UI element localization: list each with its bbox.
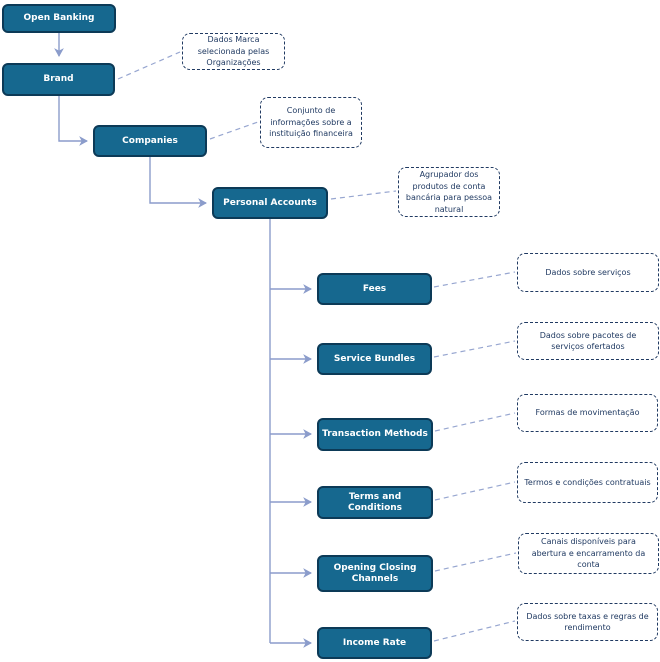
note-income-rate-text: Dados sobre taxas e regras de rendimento [526, 611, 649, 633]
note-brand: Dados Marca selecionada pelas Organizaçõ… [182, 33, 285, 70]
node-companies-label: Companies [122, 135, 178, 146]
node-transaction-methods-label: Transaction Methods [322, 429, 428, 439]
node-service-bundles: Service Bundles [317, 343, 432, 375]
note-companies-text: Conjunto de informações sobre a institui… [269, 106, 353, 139]
note-service-bundles-text: Dados sobre pacotes de serviços ofertado… [539, 330, 637, 352]
note-link-fees [433, 271, 516, 288]
note-income-rate: Dados sobre taxas e regras de rendimento [517, 603, 658, 641]
note-personal-accounts-text: Agrupador dos produtos de conta bancária… [405, 170, 493, 214]
node-income-rate-label: Income Rate [342, 637, 407, 648]
node-transaction-methods: Transaction Methods [317, 418, 433, 451]
note-brand-text: Dados Marca selecionada pelas Organizaçõ… [197, 35, 270, 68]
note-opening-closing-channels-text: Canais disponíveis para abertura e encar… [531, 537, 646, 570]
note-link-service-bundles [433, 340, 516, 358]
note-link-opening-closing-channels [434, 552, 517, 572]
node-personal-accounts-label: Personal Accounts [223, 197, 317, 208]
node-terms-and-conditions: Terms and Conditions [317, 486, 433, 519]
node-fees: Fees [317, 273, 432, 305]
node-companies: Companies [93, 125, 207, 157]
note-fees: Dados sobre serviços [517, 253, 659, 292]
node-opening-closing-channels: Opening Closing Channels [317, 555, 433, 592]
note-transaction-methods-text: Formas de movimentação [535, 408, 640, 418]
note-service-bundles: Dados sobre pacotes de serviços ofertado… [517, 322, 659, 360]
note-link-transaction-methods [434, 412, 516, 432]
node-open-banking: Open Banking [2, 4, 116, 33]
node-brand: Brand [2, 63, 115, 96]
node-service-bundles-label: Service Bundles [333, 353, 416, 364]
node-fees-label: Fees [362, 283, 387, 294]
connector-companies-personal-accounts [149, 157, 207, 208]
node-terms-and-conditions-label: Terms and Conditions [347, 491, 403, 513]
note-terms-and-conditions: Termos e condições contratuais [517, 462, 658, 503]
node-personal-accounts: Personal Accounts [212, 187, 328, 219]
node-open-banking-label: Open Banking [23, 13, 95, 23]
note-opening-closing-channels: Canais disponíveis para abertura e encar… [518, 533, 659, 574]
node-income-rate: Income Rate [317, 627, 432, 659]
note-link-income-rate [433, 620, 516, 642]
note-transaction-methods: Formas de movimentação [517, 394, 658, 432]
note-companies: Conjunto de informações sobre a institui… [260, 97, 362, 148]
note-link-personal-accounts [330, 190, 397, 200]
node-brand-label: Brand [43, 74, 74, 84]
note-fees-text: Dados sobre serviços [545, 267, 631, 277]
connector-brand-companies [58, 96, 88, 146]
note-terms-and-conditions-text: Termos e condições contratuais [524, 477, 651, 487]
note-link-companies [209, 121, 259, 140]
note-link-brand [117, 51, 181, 80]
note-personal-accounts: Agrupador dos produtos de conta bancária… [398, 167, 500, 217]
node-opening-closing-channels-label: Opening Closing Channels [333, 562, 417, 584]
note-link-terms-and-conditions [434, 481, 516, 501]
